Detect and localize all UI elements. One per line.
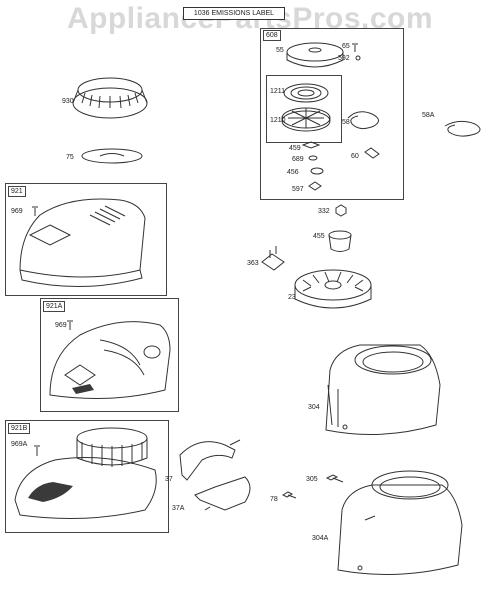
blower-cover-921-drawing — [19, 198, 146, 287]
shroud-ring-930-drawing — [72, 77, 148, 119]
emissions-label: 1036 EMISSIONS LABEL — [183, 7, 285, 20]
blower-cover-921a-drawing — [49, 321, 171, 400]
group-921a-frame — [40, 298, 179, 412]
part-label-78: 78 — [270, 496, 278, 503]
screw-592-drawing — [355, 55, 361, 61]
air-guide-37a-drawing — [194, 476, 251, 511]
spring-1211-drawing — [283, 83, 329, 103]
part-label-1210: 1210 — [270, 117, 286, 124]
part-label-60: 60 — [351, 153, 359, 160]
starter-cup-455-drawing — [328, 230, 352, 252]
flywheel-23-drawing — [294, 269, 372, 309]
part-label-304: 304 — [308, 404, 320, 411]
group-608-tag: 608 — [263, 30, 281, 41]
nut-332-drawing — [335, 204, 347, 217]
air-guide-37-drawing — [179, 439, 241, 481]
blower-housing-304-drawing — [325, 344, 441, 435]
rope-58-drawing — [347, 111, 379, 130]
group-921b-tag: 921B — [8, 423, 31, 434]
decal-75-drawing — [81, 148, 143, 164]
screw-969-a-drawing — [32, 206, 38, 216]
part-label-363: 363 — [247, 260, 259, 267]
part-label-459: 459 — [289, 145, 301, 152]
part-label-37a: 37A — [172, 505, 185, 512]
group-921-tag: 921 — [8, 186, 26, 197]
screw-305-drawing — [325, 474, 344, 483]
part-label-304a: 304A — [312, 535, 329, 542]
part-label-969a: 969A — [11, 441, 28, 448]
part-label-456: 456 — [287, 169, 299, 176]
part-label-58a: 58A — [422, 112, 435, 119]
starter-housing-55-drawing — [286, 42, 344, 68]
part-label-75: 75 — [66, 154, 74, 161]
part-label-1211: 1211 — [270, 88, 286, 95]
part-label-592: 592 — [338, 55, 350, 62]
group-921-frame — [5, 183, 167, 296]
rope-58a-drawing — [444, 120, 481, 137]
part-label-65: 65 — [342, 43, 350, 50]
screw-65-drawing — [352, 43, 358, 52]
blower-housing-304a-drawing — [337, 470, 463, 575]
group-921b-frame — [5, 420, 169, 533]
part-label-332: 332 — [318, 208, 330, 215]
handle-60-drawing — [364, 147, 380, 159]
group-921a-tag: 921A — [43, 301, 66, 312]
part-label-55: 55 — [276, 47, 284, 54]
screw-78-drawing — [281, 491, 297, 499]
screw-969-b-drawing — [67, 320, 73, 330]
part-label-597: 597 — [292, 186, 304, 193]
part-label-23: 23 — [288, 294, 296, 301]
group-608-frame — [260, 28, 404, 200]
starter-subassembly-frame — [266, 75, 342, 143]
screw-969a-drawing — [34, 445, 40, 456]
part-label-305: 305 — [306, 476, 318, 483]
starter-pawl-stack-drawing — [301, 141, 324, 191]
part-label-37: 37 — [165, 476, 173, 483]
bracket-363-drawing — [261, 246, 285, 271]
part-label-58: 58 — [342, 119, 350, 126]
blower-cover-921b-drawing — [14, 427, 157, 520]
part-label-930: 930 — [62, 98, 74, 105]
part-label-969-a: 969 — [11, 208, 23, 215]
part-label-969-b: 969 — [55, 322, 67, 329]
part-label-455: 455 — [313, 233, 325, 240]
pulley-1210-drawing — [281, 107, 331, 132]
part-label-689: 689 — [292, 156, 304, 163]
